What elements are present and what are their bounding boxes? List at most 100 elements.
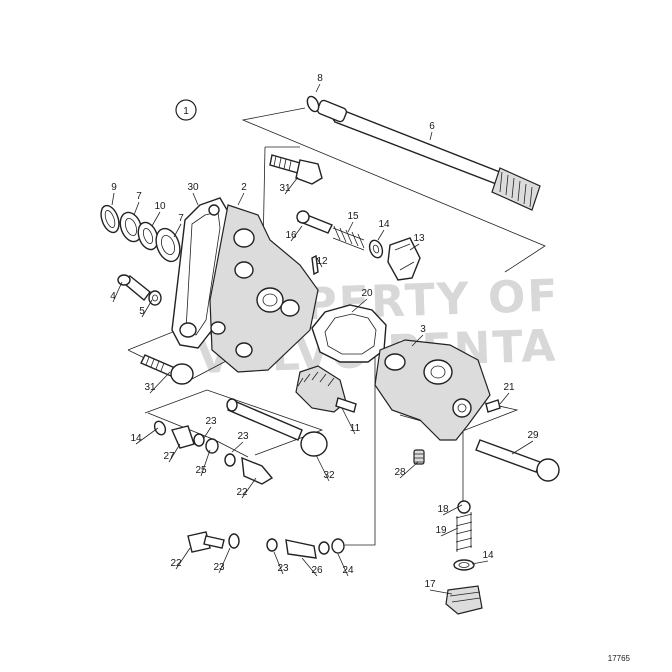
callout-leader <box>133 201 140 216</box>
callout-c29: 29 <box>527 430 539 441</box>
callout-leader <box>442 504 463 516</box>
ring-set-left <box>100 204 181 263</box>
plug-13 <box>387 237 421 281</box>
callout-leader <box>112 281 123 303</box>
callout-leader <box>175 547 191 570</box>
callout-c10: 10 <box>154 201 166 212</box>
callout-leader <box>111 192 115 206</box>
callout-c28: 28 <box>394 467 406 478</box>
callout-leader <box>440 527 459 537</box>
bolt-31-lower <box>140 354 194 385</box>
callout-leader <box>200 449 211 477</box>
callout-c17: 17 <box>424 579 436 590</box>
callout-c9: 9 <box>111 182 117 193</box>
callout-c31b: 31 <box>144 382 156 393</box>
callout-leader <box>511 440 534 455</box>
washer-5 <box>148 290 162 306</box>
reference-number: 17765 <box>608 654 631 663</box>
callout-c13: 13 <box>413 233 425 244</box>
callout-leader <box>203 426 212 439</box>
callout-c8: 8 <box>317 73 323 84</box>
set-screw-28 <box>413 449 425 465</box>
bolt-4 <box>117 274 151 302</box>
callout-c7b: 7 <box>178 213 184 224</box>
pump-cover-2 <box>209 204 319 373</box>
relief-valve-pin-16 <box>296 210 333 234</box>
callout-c11: 11 <box>350 423 361 434</box>
callout-leader <box>337 553 349 577</box>
callout-c4: 4 <box>110 291 116 302</box>
callout-c16: 16 <box>285 230 297 241</box>
callout-leader <box>237 192 245 206</box>
callout-leader <box>411 334 424 347</box>
callout-c30: 30 <box>187 182 199 193</box>
callout-leader <box>173 223 182 238</box>
callout-c6: 6 <box>429 121 435 132</box>
callout-c23d: 23 <box>277 563 289 574</box>
callout-c22b: 22 <box>170 558 182 569</box>
callout-c23c: 23 <box>213 562 225 573</box>
callout-leader <box>409 243 420 251</box>
callout-c5: 5 <box>139 306 145 317</box>
callout-c14b: 14 <box>130 433 142 444</box>
relief-valve-spring-15 <box>332 225 365 251</box>
callout-c21: 21 <box>503 382 515 393</box>
dowel-pin-12 <box>311 254 319 276</box>
callout-c7a: 7 <box>136 191 142 202</box>
callout-c12: 12 <box>316 256 328 267</box>
callout-leader <box>231 441 244 453</box>
callout-leader <box>218 547 231 574</box>
valve-chain-bottom <box>187 531 345 559</box>
callout-c23a: 23 <box>205 416 217 427</box>
valve-chain-left <box>153 420 274 485</box>
callout-leader <box>149 371 171 394</box>
bolt-31-upper <box>269 154 323 185</box>
pin-21 <box>485 399 501 413</box>
callout-leader <box>471 560 489 565</box>
callout-leader <box>341 407 356 435</box>
gasket-20 <box>311 304 387 363</box>
valve-right <box>445 500 483 615</box>
callout-leader <box>315 83 321 93</box>
callout-c31a: 31 <box>279 183 291 194</box>
seal-washer-14-upper <box>368 239 384 259</box>
callout-c18: 18 <box>437 504 449 515</box>
callout-leader <box>284 176 299 195</box>
callout-c27: 27 <box>163 451 175 462</box>
callout-c22a: 22 <box>236 487 248 498</box>
callout-leader <box>377 229 385 241</box>
callout-leader <box>168 443 181 463</box>
callout-c24: 24 <box>342 565 354 576</box>
pump-gear-11 <box>295 365 357 413</box>
bolt-29 <box>475 439 560 482</box>
callout-c3: 3 <box>420 324 426 335</box>
callout-leader <box>273 551 284 575</box>
callout-c15: 15 <box>347 211 359 222</box>
callout-c14a: 14 <box>378 219 390 230</box>
pump-body-3 <box>374 339 491 441</box>
callout-leader <box>301 557 318 577</box>
group-marker-label: 1 <box>183 106 189 117</box>
o-ring-8 <box>306 95 320 113</box>
callout-leader <box>151 211 161 227</box>
callout-leader <box>399 461 419 479</box>
callout-c23b: 23 <box>237 431 249 442</box>
gasket-30 <box>171 197 231 349</box>
callout-c14c: 14 <box>482 550 494 561</box>
callout-c25: 25 <box>195 465 207 476</box>
bolt-32 <box>226 398 328 457</box>
callout-c20: 20 <box>361 288 373 299</box>
callout-leader <box>192 192 199 206</box>
group-marker: 1 <box>175 99 197 121</box>
callout-leader <box>499 392 510 405</box>
callout-c32: 32 <box>323 470 335 481</box>
callout-leader <box>241 477 257 499</box>
callout-c26: 26 <box>311 565 323 576</box>
callout-leader <box>429 131 433 141</box>
callout-leader <box>135 427 159 445</box>
callout-leader <box>315 454 330 482</box>
callout-leader <box>141 299 153 318</box>
callout-leader <box>351 298 368 313</box>
